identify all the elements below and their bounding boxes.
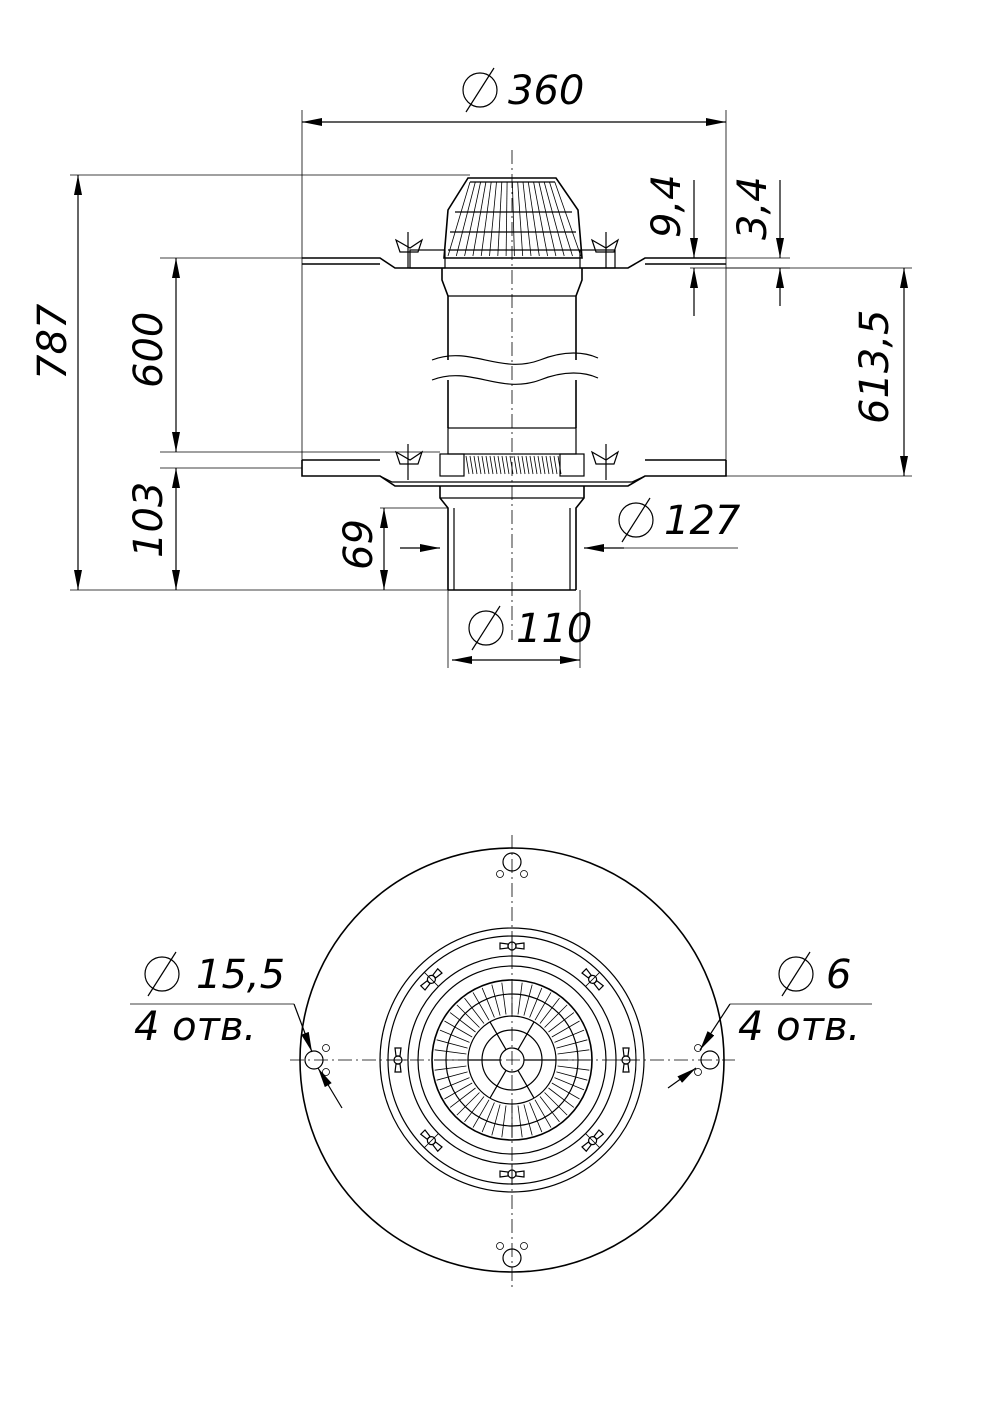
small-hole-count: 4 отв.	[738, 1004, 860, 1050]
dim-360: 360	[508, 68, 584, 114]
upper-flange	[302, 232, 726, 269]
dimension-lines	[74, 118, 908, 664]
dim-69: 69	[336, 519, 382, 570]
extension-lines	[70, 110, 912, 668]
grate-pattern	[434, 982, 590, 1138]
dim-127: 127	[664, 498, 741, 544]
spigot	[439, 486, 585, 591]
dim-3-4: 3,4	[730, 176, 776, 240]
side-elevation: 360 787 600 103 69 613,5 9,4 3,4 127 110	[30, 67, 912, 668]
leaf-guard	[443, 177, 583, 259]
dim-9-4: 9,4	[644, 174, 690, 238]
hole-leaders	[130, 1003, 872, 1109]
pipe-body	[431, 268, 599, 428]
small-hole-diameter: 6	[826, 952, 851, 998]
diameter-127-label: 127	[618, 497, 741, 544]
large-hole-count: 4 отв.	[134, 1004, 256, 1050]
dim-613-5: 613,5	[852, 309, 898, 424]
plan-view: 15,5 4 отв. 6 4 отв.	[130, 835, 872, 1290]
dim-600: 600	[126, 312, 172, 388]
diameter-360-label: 360	[462, 67, 584, 114]
lower-flange	[301, 427, 727, 487]
large-hole-diameter: 15,5	[196, 952, 285, 998]
flange-outline	[299, 847, 725, 1273]
diameter-110-label: 110	[468, 605, 592, 652]
wing-nuts	[388, 936, 636, 1184]
large-hole-label: 15,5 4 отв.	[134, 951, 285, 1050]
small-hole-label: 6 4 отв.	[738, 951, 860, 1050]
dim-103: 103	[126, 482, 172, 558]
dim-787: 787	[30, 303, 76, 380]
dim-110: 110	[516, 606, 592, 652]
